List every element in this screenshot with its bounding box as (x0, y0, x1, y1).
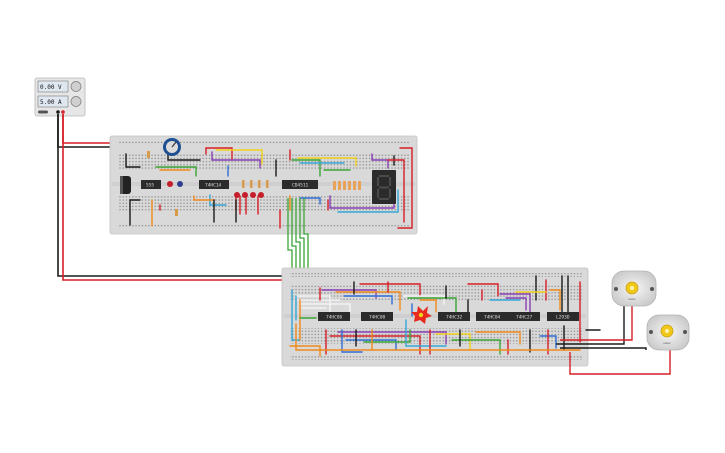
resistors-top (147, 151, 178, 216)
resistor-array (333, 181, 361, 190)
svg-text:555: 555 (146, 183, 154, 189)
timer-555-chip: 555 (141, 180, 161, 189)
svg-text:74HC32: 74HC32 (446, 315, 463, 321)
svg-text:L293D: L293D (556, 315, 570, 321)
negative-terminal[interactable] (56, 110, 60, 114)
current-display (37, 95, 69, 108)
dc-motor-2[interactable]: motor (646, 314, 690, 351)
chip-74hc27: 74HC27 (508, 312, 540, 321)
chip-cd4511: CD4511 (282, 180, 318, 189)
motor-wires (556, 303, 671, 375)
voltage-readout: 0.00 V (40, 84, 62, 91)
chip-l293d: L293D (547, 312, 579, 321)
voltage-knob[interactable] (70, 81, 82, 92)
supply-leads (57, 114, 290, 281)
seven-segment-display (372, 170, 396, 204)
current-readout: 5.00 A (40, 99, 62, 106)
led-row (234, 180, 269, 198)
chip-74hc14-top: 74HC14 (199, 180, 229, 189)
voltage-display (37, 80, 69, 93)
chip-74hc32: 74HC32 (438, 312, 470, 321)
power-supply[interactable]: 0.00 V 5.00 A (34, 77, 86, 117)
power-switch[interactable] (38, 110, 48, 114)
svg-text:CD4511: CD4511 (292, 183, 309, 189)
svg-text:motor: motor (663, 341, 671, 345)
dc-motor-1[interactable]: motor (611, 270, 657, 307)
chip-74hc86: 74HC86 (318, 312, 350, 321)
electrolytic-capacitor[interactable] (120, 176, 131, 194)
led-indicators-top (167, 181, 183, 187)
svg-text:74HC08: 74HC08 (369, 315, 386, 321)
warning-indicator (411, 306, 432, 324)
svg-text:motor: motor (628, 297, 636, 301)
bottom-board-wires (289, 275, 601, 357)
svg-text:74HC04: 74HC04 (484, 315, 501, 321)
positive-terminal[interactable] (61, 110, 65, 114)
potentiometer[interactable] (163, 138, 181, 156)
current-knob[interactable] (70, 96, 82, 107)
svg-text:74HC14: 74HC14 (205, 183, 222, 189)
chip-74hc04: 74HC04 (476, 312, 508, 321)
chip-74hc08: 74HC08 (361, 312, 393, 321)
svg-text:74HC86: 74HC86 (326, 315, 343, 321)
svg-text:74HC27: 74HC27 (516, 315, 533, 321)
